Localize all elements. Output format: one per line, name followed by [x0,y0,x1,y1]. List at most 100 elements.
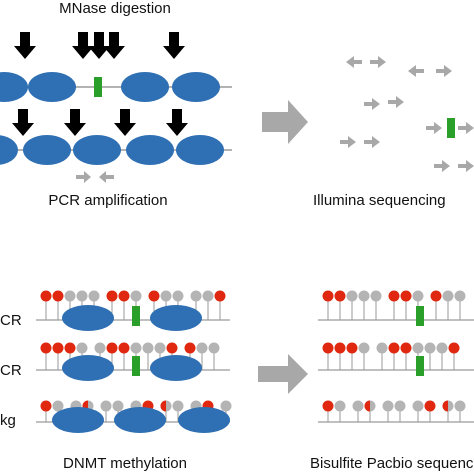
cpg-site-methylated [322,342,334,354]
cut-arrows-row-1 [14,32,185,59]
cpg-site-unmethylated [394,400,406,412]
fragment-arrow-icon [346,56,362,68]
cpg-site-unmethylated [52,400,64,412]
cpg-site-half [442,400,448,412]
cpg-site-methylated [64,342,76,354]
cpg-site-unmethylated [382,400,394,412]
cpg-site-methylated [184,342,196,354]
dnmt-methylation-label: DNMT methylation [63,455,187,472]
process-arrow-top-icon [262,100,308,144]
nucleosome [126,135,174,165]
cpg-site-methylated [52,290,64,302]
nucleosome [172,72,220,102]
cpg-site-unmethylated [412,290,424,302]
cpg-site-unmethylated [76,342,88,354]
fragment-arrow-icon [408,65,424,77]
mnase-digestion-label: MNase digestion [59,0,171,17]
cpg-site-unmethylated [172,400,184,412]
cpg-site-unmethylated [454,400,466,412]
cpg-site-methylated [106,290,118,302]
cut-arrow-icon [166,109,188,136]
cut-arrow-icon [64,109,86,136]
nucleosome [150,305,202,331]
cpg-site-methylated [118,290,130,302]
pcr-amplification-label: PCR amplification [48,192,167,209]
cpg-site-half [160,400,166,412]
cpg-site-unmethylated [412,400,424,412]
green-marker [132,356,140,376]
cpg-site-methylated [40,400,52,412]
cpg-site-unmethylated [358,290,370,302]
row-label-2: CR [0,362,22,379]
bisulfite-pacbio-label: Bisulfite Pacbio sequencing [310,455,474,472]
cpg-site-unmethylated [100,400,112,412]
cpg-site-unmethylated [172,290,184,302]
fragment-arrow-icon [370,56,386,68]
cpg-site-methylated [214,290,226,302]
nucleosome [121,72,169,102]
nucleosome [28,72,76,102]
cut-arrow-icon [14,32,36,59]
process-arrow-bottom-icon [258,354,308,394]
bisulfite-strands [318,290,474,423]
cpg-site-unmethylated [334,400,346,412]
cpg-site-methylated [400,342,412,354]
cpg-site-methylated [148,290,160,302]
cut-arrow-icon [88,32,110,59]
sequencing-fragments [340,56,474,172]
cut-arrow-icon [114,109,136,136]
cpg-site-unmethylated [412,342,424,354]
cpg-site-methylated [322,290,334,302]
cpg-site-unmethylated [94,342,106,354]
nucleosome [150,355,202,381]
green-marker [416,306,424,326]
nucleosome [0,72,28,102]
cpg-site-methylated [388,342,400,354]
green-marker [94,77,102,97]
cpg-site-methylated [166,342,178,354]
cpg-site-methylated [52,342,64,354]
nucleosome [62,305,114,331]
dna-strand-1 [0,72,232,102]
fragment-arrow-icon [364,136,380,148]
nucleosome [52,407,104,433]
cpg-site-methylated [118,342,130,354]
cpg-site-unmethylated [64,290,76,302]
cpg-site-methylated [106,342,118,354]
cpg-site-methylated [448,342,460,354]
cpg-site-unmethylated [190,290,202,302]
cpg-site-unmethylated [154,342,166,354]
cut-arrow-icon [163,32,185,59]
cpg-site-half [364,400,370,412]
cpg-site-methylated [40,290,52,302]
cpg-site-methylated [400,290,412,302]
cpg-site-methylated [334,290,346,302]
fragment-arrow-icon [436,65,452,77]
cpg-site-methylated [430,290,442,302]
cpg-site-unmethylated [352,400,364,412]
fragment-arrow-icon [340,136,356,148]
nucleosome [62,355,114,381]
nucleosome [73,135,121,165]
cpg-site-unmethylated [442,290,454,302]
nucleosome [176,135,224,165]
dnmt-strands [36,290,232,433]
cut-arrows-row-2 [12,109,188,136]
primer-left-icon [99,171,114,183]
green-marker [132,306,140,326]
cut-arrow-icon [12,109,34,136]
fragment-arrow-icon [426,122,442,134]
row-label-3: kg [0,412,16,429]
dna-strand-2 [0,135,232,165]
nucleosome [23,135,71,165]
primer-right-icon [76,171,91,183]
cpg-site-methylated [388,290,400,302]
fragment-arrow-icon [434,160,450,172]
cpg-site-unmethylated [220,400,232,412]
cpg-site-unmethylated [436,342,448,354]
green-marker [416,356,424,376]
cpg-site-unmethylated [160,290,172,302]
cpg-site-methylated [322,400,334,412]
fragment-arrow-icon [364,98,380,110]
